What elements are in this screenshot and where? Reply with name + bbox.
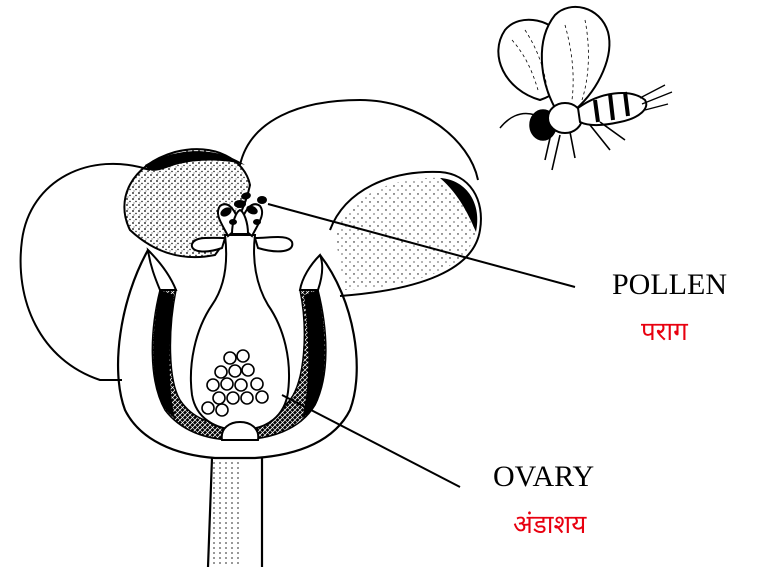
ovary-label-hindi: अंडाशय [513, 510, 587, 540]
bee-illustration [498, 7, 672, 170]
stem [208, 458, 262, 567]
receptacle [222, 422, 259, 440]
pistil [191, 235, 289, 430]
pollen-label-hindi: पराग [641, 317, 688, 347]
ovary-label: OVARY [493, 460, 594, 493]
bee-thorax [548, 103, 582, 133]
pollen-label: POLLEN [612, 268, 727, 301]
back-petal [240, 100, 478, 180]
ovary-leader-line [282, 395, 460, 487]
bee-wing-front [542, 7, 610, 110]
